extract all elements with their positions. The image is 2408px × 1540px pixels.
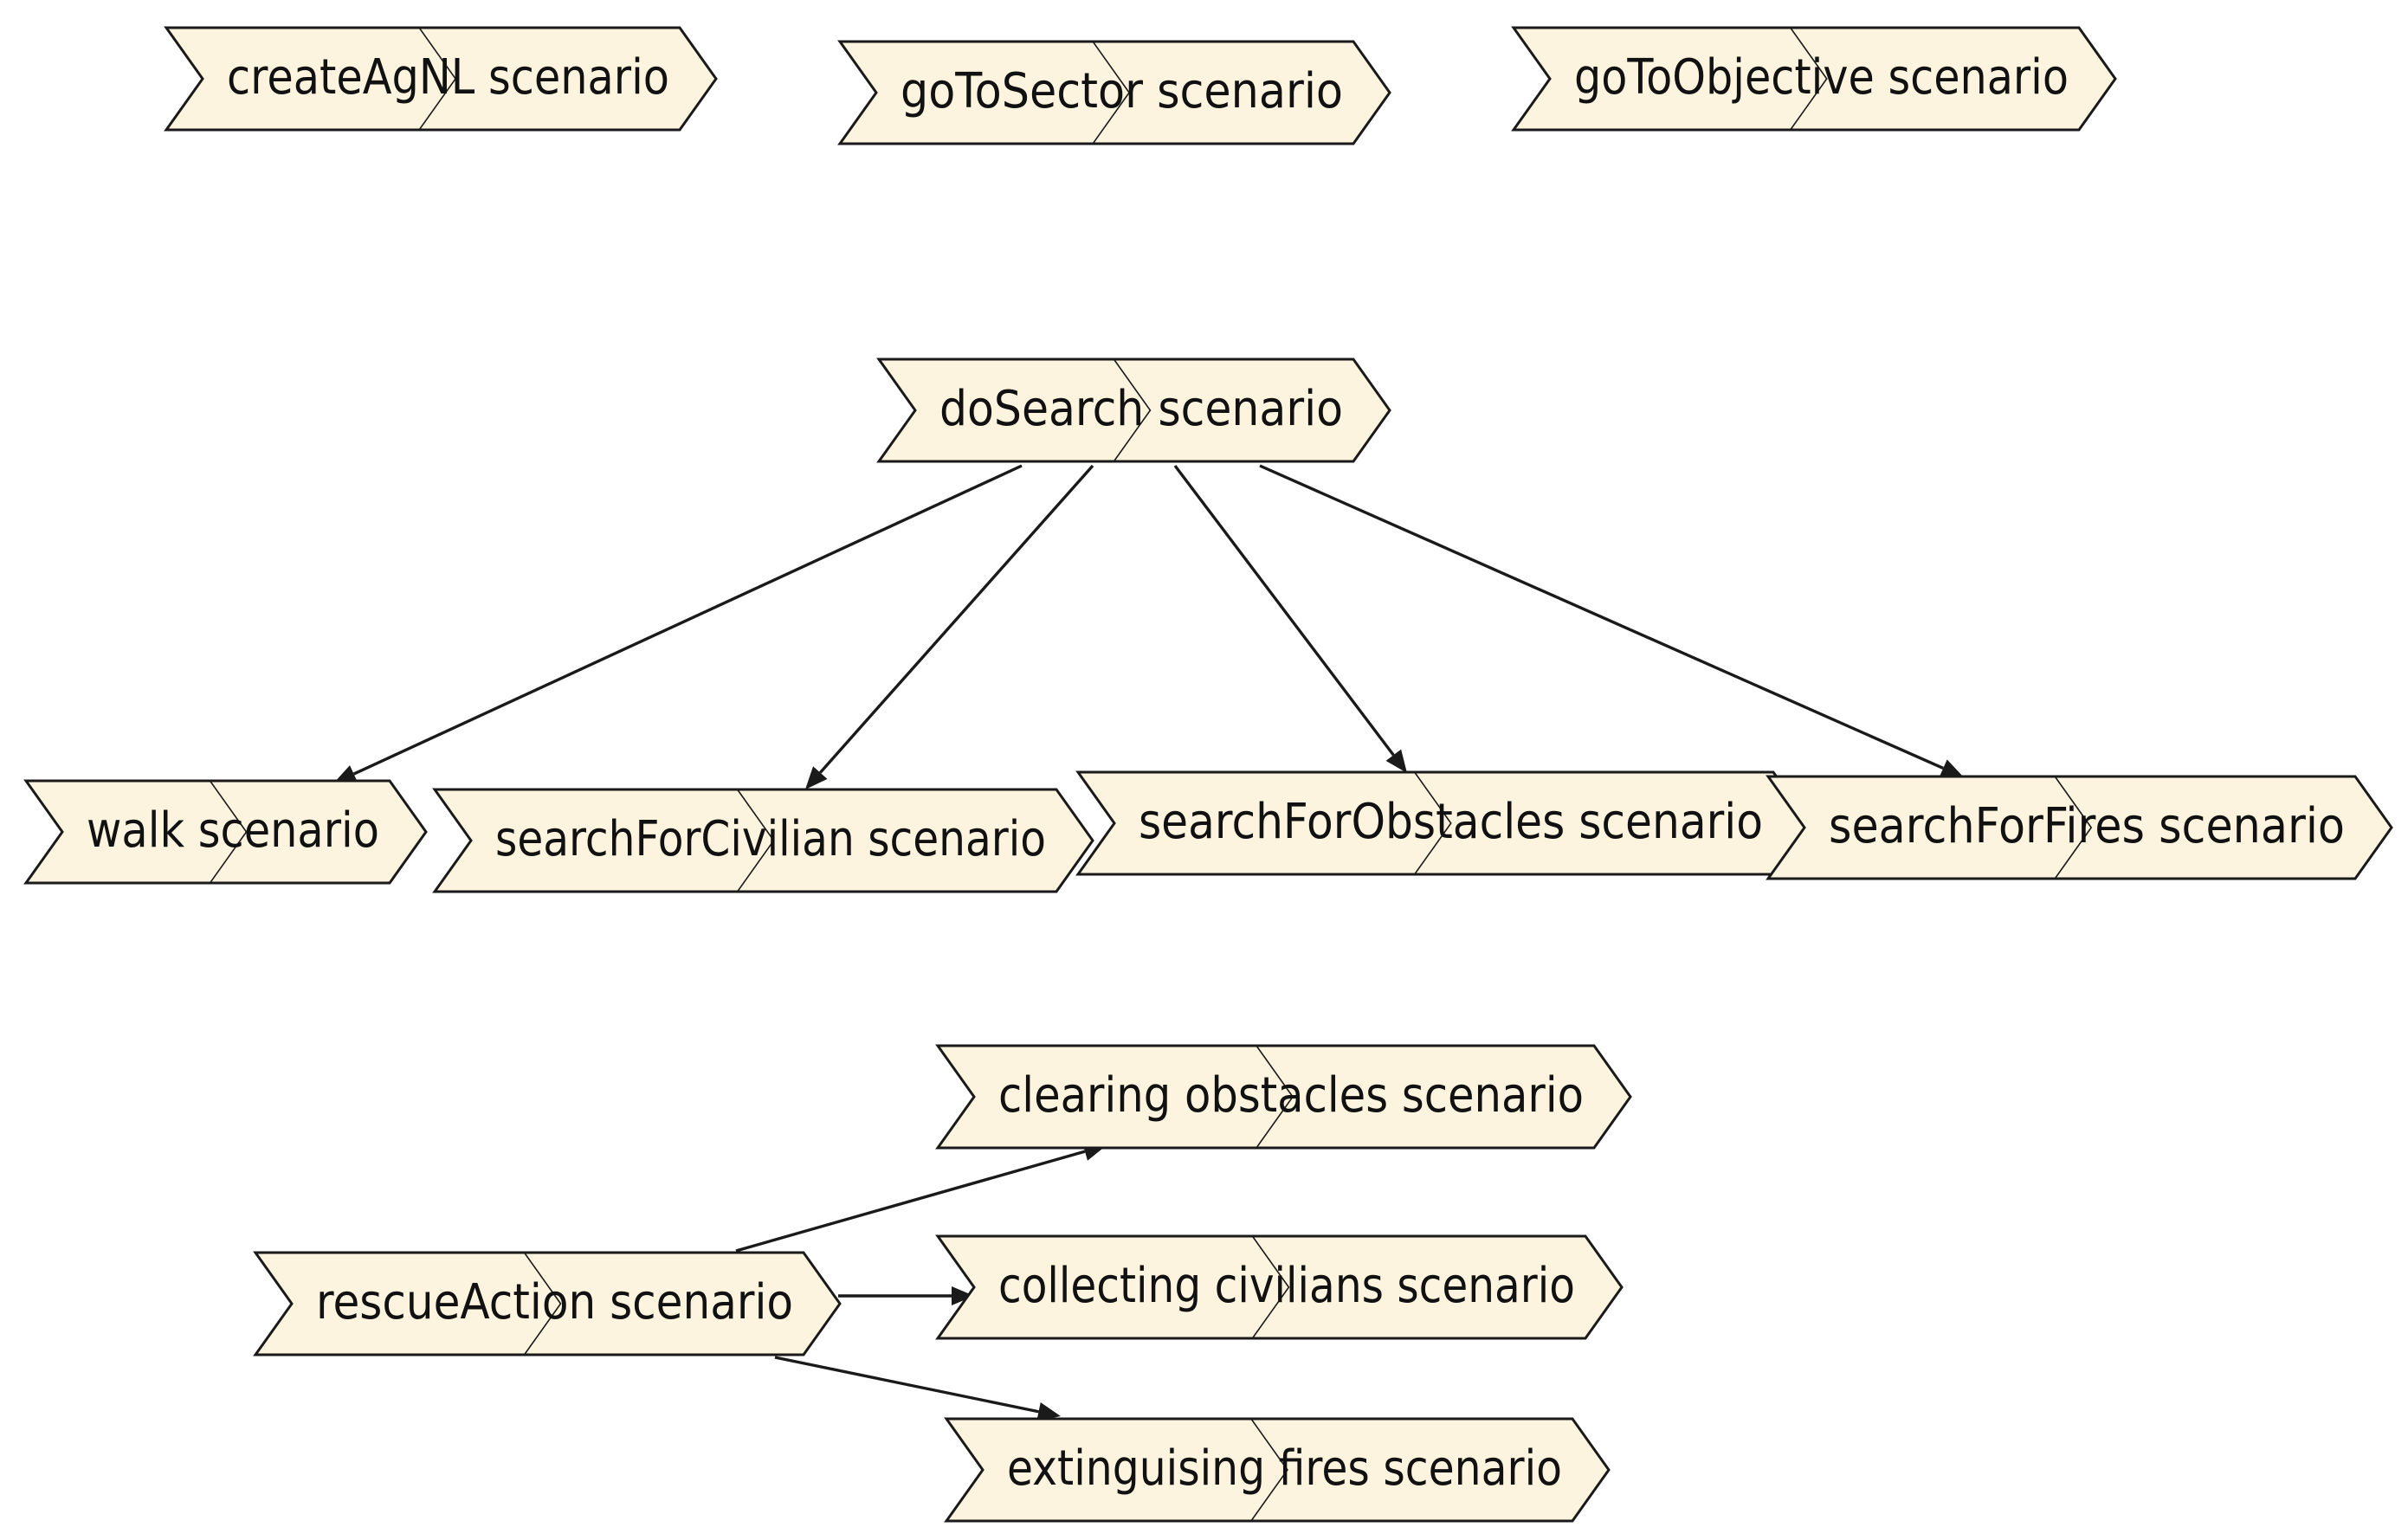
edge-rescueAction-to-clearingObstacles: [735, 1142, 1107, 1253]
scenario-divider-mark: [1414, 771, 1452, 875]
arrow-head-icon: [952, 1286, 974, 1305]
edge-line: [352, 464, 1023, 776]
scenario-chevron-shape: [253, 1251, 842, 1356]
scenario-divider-mark: [209, 780, 248, 884]
scenario-label: searchForCivilian scenario: [495, 811, 1046, 867]
scenario-divider-mark: [2054, 776, 2093, 880]
edge-line: [1173, 464, 1395, 757]
edge-line: [774, 1356, 1039, 1414]
scenario-divider-mark: [1250, 1418, 1288, 1522]
scenario-chevron-shape: [164, 26, 718, 132]
scenario-node-doSearch: doSearch scenario: [876, 358, 1391, 463]
scenario-label: extinguising fires scenario: [1007, 1440, 1562, 1497]
edge-doSearch-to-searchForCivilian: [805, 464, 1094, 789]
scenario-node-clearingObstacles: clearing obstacles scenario: [935, 1044, 1632, 1150]
scenario-label: createAgNL scenario: [227, 49, 669, 106]
scenario-node-goToSector: goToSector scenario: [837, 40, 1391, 145]
scenario-label: rescueAction scenario: [316, 1274, 793, 1331]
edge-line: [818, 464, 1094, 774]
scenario-label: walk scenario: [87, 802, 379, 859]
edge-doSearch-to-searchForFires: [1259, 464, 1964, 777]
scenario-chevron-shape: [935, 1044, 1632, 1150]
edge-rescueAction-to-extinguisingFires: [774, 1356, 1061, 1421]
scenario-node-searchForFires: searchForFires scenario: [1766, 775, 2393, 880]
scenario-divider-mark: [1256, 1045, 1294, 1149]
scenario-chevron-shape: [1766, 775, 2393, 880]
scenario-label: searchForFires scenario: [1829, 798, 2345, 854]
scenario-node-walk: walk scenario: [23, 779, 428, 885]
scenario-chevron-shape: [432, 788, 1094, 893]
scenario-chevron-shape: [876, 358, 1391, 463]
scenario-node-searchForCivilian: searchForCivilian scenario: [432, 788, 1094, 893]
scenario-divider-mark: [1790, 27, 1828, 131]
arrow-head-icon: [1036, 1401, 1061, 1421]
scenario-divider-mark: [1251, 1235, 1290, 1339]
scenario-chevron-shape: [23, 779, 428, 885]
edge-line: [1259, 464, 1944, 770]
edge-doSearch-to-walk: [333, 464, 1023, 783]
scenario-chevron-shape: [935, 1234, 1624, 1340]
scenario-label: collecting civilians scenario: [998, 1258, 1575, 1314]
scenario-label: goToObjective scenario: [1574, 49, 2069, 106]
scenario-label: clearing obstacles scenario: [998, 1067, 1584, 1124]
scenario-divider-mark: [1113, 358, 1152, 462]
scenario-node-searchForObstacles: searchForObstacles scenario: [1075, 770, 1811, 876]
scenario-divider-mark: [736, 789, 775, 892]
arrow-head-icon: [1385, 749, 1407, 773]
scenario-divider-mark: [418, 27, 457, 131]
scenario-chevron-shape: [1511, 26, 2117, 132]
edge-doSearch-to-searchForObstacles: [1173, 464, 1407, 773]
edges-layer: [333, 464, 1964, 1421]
arrow-head-icon: [805, 766, 828, 789]
arrow-head-icon: [1939, 759, 1964, 777]
scenario-label: doSearch scenario: [939, 381, 1343, 437]
scenario-label: goToSector scenario: [901, 63, 1343, 119]
scenario-node-createAgNL: createAgNL scenario: [164, 26, 718, 132]
scenario-node-extinguisingFires: extinguising fires scenario: [944, 1417, 1611, 1523]
scenario-divider-mark: [1092, 41, 1131, 145]
scenario-node-collectingCivilians: collecting civilians scenario: [935, 1234, 1624, 1340]
scenario-chevron-shape: [837, 40, 1391, 145]
scenario-node-rescueAction: rescueAction scenario: [253, 1251, 842, 1356]
scenario-divider-mark: [523, 1252, 562, 1356]
arrow-head-icon: [333, 765, 358, 783]
scenario-label: searchForObstacles scenario: [1139, 794, 1763, 850]
edge-rescueAction-to-collectingCivilians: [838, 1286, 974, 1305]
nodes-layer: createAgNL scenario goToSector scenario go…: [23, 26, 2393, 1523]
edge-line: [735, 1150, 1086, 1253]
scenario-node-goToObjective: goToObjective scenario: [1511, 26, 2117, 132]
scenario-chevron-shape: [944, 1417, 1611, 1523]
